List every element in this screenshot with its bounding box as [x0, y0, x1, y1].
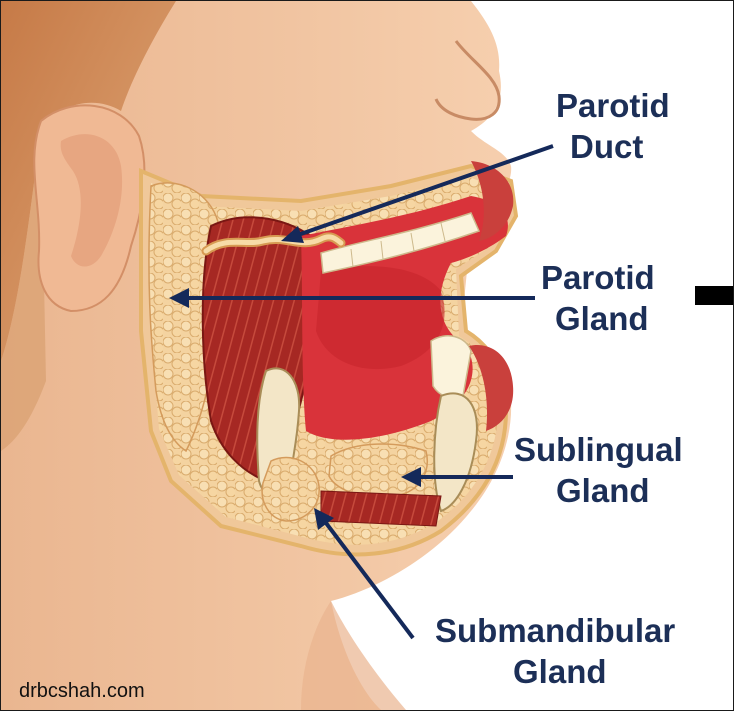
label-parotid-gland-line1: Parotid	[541, 257, 655, 298]
label-parotid-duct-line1: Parotid	[556, 85, 670, 126]
floor-of-mouth-muscle	[321, 491, 441, 526]
label-parotid-duct: Parotid Duct	[556, 85, 670, 167]
label-parotid-gland-line2: Gland	[541, 298, 655, 339]
watermark-text: drbcshah.com	[19, 680, 145, 703]
label-sublingual-gland: Sublingual Gland	[514, 429, 683, 511]
label-parotid-gland: Parotid Gland	[541, 257, 655, 339]
submandibular-gland-tissue	[262, 457, 319, 521]
lower-incisors	[431, 336, 471, 398]
label-sublingual-gland-line1: Sublingual	[514, 429, 683, 470]
label-submandibular-gland-line1: Submandibular	[435, 610, 675, 651]
black-marker-bar	[695, 286, 734, 305]
label-submandibular-gland-line2: Gland	[435, 651, 675, 692]
sublingual-gland-tissue	[329, 444, 427, 497]
label-parotid-duct-line2: Duct	[556, 126, 670, 167]
label-submandibular-gland: Submandibular Gland	[435, 610, 675, 692]
label-sublingual-gland-line2: Gland	[514, 470, 683, 511]
